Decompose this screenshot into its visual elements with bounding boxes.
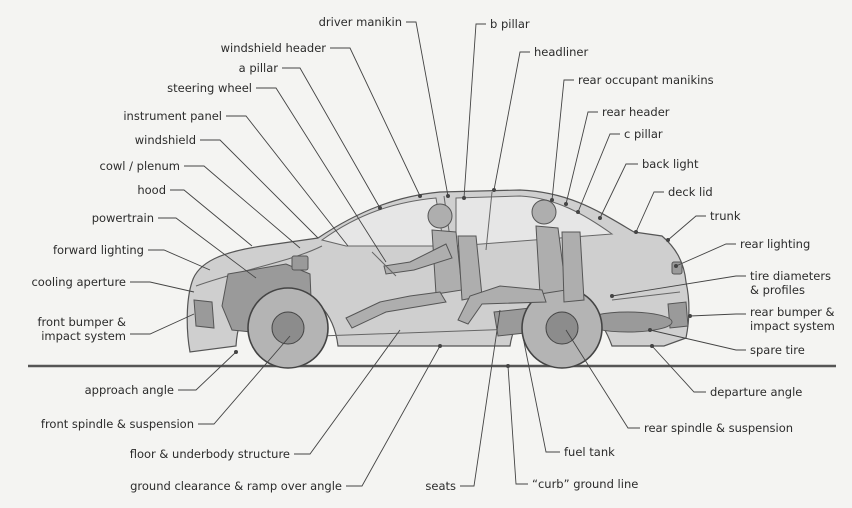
label-back-light: back light <box>642 157 699 171</box>
label-ground-clearance: ground clearance & ramp over angle <box>130 479 342 493</box>
label-trunk: trunk <box>710 209 741 223</box>
label-forward-lighting: forward lighting <box>53 243 144 257</box>
label-tire-diameters-2: & profiles <box>750 283 805 297</box>
label-b-pillar: b pillar <box>490 17 530 31</box>
rear-manikin-figure <box>457 199 585 325</box>
label-deck-lid: deck lid <box>668 185 713 199</box>
label-rear-header: rear header <box>602 105 670 119</box>
leader-lines <box>130 21 746 487</box>
label-rear-occupant-manikins: rear occupant manikins <box>578 73 714 87</box>
label-cooling-aperture: cooling aperture <box>31 275 126 289</box>
label-powertrain: powertrain <box>92 211 154 225</box>
label-windshield: windshield <box>135 133 196 147</box>
driver-manikin-figure <box>345 203 483 329</box>
label-front-spindle: front spindle & suspension <box>41 417 194 431</box>
label-cowl-plenum: cowl / plenum <box>100 159 181 173</box>
label-front-bumper-2: impact system <box>41 329 126 343</box>
label-rear-bumper-2: impact system <box>750 319 835 333</box>
label-floor-underbody: floor & underbody structure <box>130 447 290 461</box>
label-curb-ground-line: “curb” ground line <box>532 477 638 491</box>
label-tire-diameters-1: tire diameters <box>750 269 831 283</box>
label-seats: seats <box>425 479 456 493</box>
label-front-bumper-1: front bumper & <box>37 315 126 329</box>
headlamp <box>291 255 309 271</box>
label-rear-bumper-1: rear bumper & <box>750 305 835 319</box>
label-c-pillar: c pillar <box>624 127 663 141</box>
label-rear-lighting: rear lighting <box>740 237 810 251</box>
label-rear-spindle: rear spindle & suspension <box>644 421 793 435</box>
label-headliner: headliner <box>534 45 588 59</box>
labels: driver manikin b pillar windshield heade… <box>31 15 834 493</box>
label-spare-tire: spare tire <box>750 343 805 357</box>
label-approach-angle: approach angle <box>85 383 174 397</box>
label-driver-manikin: driver manikin <box>319 15 402 29</box>
label-a-pillar: a pillar <box>239 61 279 75</box>
label-fuel-tank: fuel tank <box>564 445 615 459</box>
front-wheel <box>247 287 329 369</box>
label-windshield-header: windshield header <box>221 41 327 55</box>
label-departure-angle: departure angle <box>710 385 802 399</box>
label-steering-wheel: steering wheel <box>167 81 252 95</box>
label-instrument-panel: instrument panel <box>123 109 222 123</box>
label-hood: hood <box>137 183 166 197</box>
